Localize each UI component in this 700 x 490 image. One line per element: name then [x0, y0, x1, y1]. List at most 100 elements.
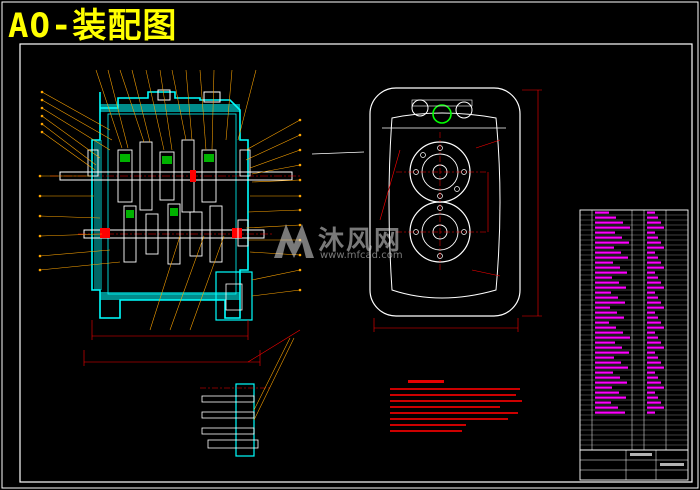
bom-row-material: [647, 326, 664, 329]
bom-row-text: [595, 376, 620, 379]
bom-row-text: [595, 326, 616, 329]
side-view: [369, 87, 542, 332]
bom-row-material: [647, 261, 661, 264]
bom-row-text: [595, 356, 614, 359]
bom-row-text: [595, 281, 619, 284]
bom-row-material: [647, 211, 655, 214]
bom-row-text: [595, 366, 628, 369]
left-bearing: [87, 149, 99, 177]
technical-requirements: [390, 380, 522, 432]
bom-row-material: [647, 401, 661, 404]
mfcad-logo-icon: [274, 224, 314, 258]
bom-row-text: [595, 296, 618, 299]
red-section-mark-2: [232, 228, 242, 238]
callout-leaders: [39, 69, 301, 331]
bom-row-text: [595, 371, 613, 374]
sheet-inner-border: [19, 43, 693, 483]
bom-rows: [580, 211, 688, 446]
bom-row-text: [595, 256, 628, 259]
detail-plate: [235, 383, 255, 457]
bom-row-material: [647, 236, 658, 239]
bom-row-material: [647, 226, 664, 229]
bom-row-text: [595, 266, 620, 269]
bom-row-text: [595, 381, 627, 384]
bom-row-material: [647, 331, 655, 334]
callout-dots: [38, 90, 302, 292]
bom-row-text: [595, 411, 625, 414]
bom-row-text: [595, 301, 625, 304]
bom-row-text: [595, 271, 627, 274]
bom-row-text: [595, 236, 622, 239]
upper-gear-1: [117, 149, 133, 203]
bom-row-material: [647, 301, 661, 304]
bom-table: [579, 209, 689, 481]
bom-row-text: [595, 351, 629, 354]
bom-row-material: [647, 281, 661, 284]
red-section-mark-1: [100, 228, 110, 238]
bom-row-text: [595, 361, 621, 364]
drawing-title: AO-装配图: [8, 6, 178, 46]
gear-hatch-c: [204, 154, 214, 162]
bottom-bearing: [237, 219, 249, 247]
red-section-mark-3: [190, 170, 196, 182]
bom-row-text: [595, 231, 615, 234]
top-fitting-2: [157, 89, 171, 101]
bom-row-text: [595, 261, 613, 264]
bom-row-text: [595, 401, 611, 404]
bom-row-text: [595, 386, 612, 389]
housing-top-wall: [91, 91, 249, 319]
bom-row-text: [595, 276, 612, 279]
bom-row-text: [595, 316, 624, 319]
bom-row-material: [647, 321, 661, 324]
gear-hatch-b: [162, 156, 172, 164]
bom-row-text: [595, 396, 626, 399]
top-knob-3: [455, 101, 473, 119]
bom-row-material: [647, 371, 655, 374]
bom-row-material: [647, 276, 658, 279]
watermark: 沐风网 www.mfcad.com: [270, 218, 440, 268]
main-view-dimensions: [83, 320, 301, 366]
bom-row-text: [595, 391, 619, 394]
top-knob-2: [432, 104, 452, 124]
bom-row-material: [647, 256, 658, 259]
bom-row-material: [647, 291, 655, 294]
bom-row-material: [647, 241, 661, 244]
bom-row-material: [647, 391, 655, 394]
upper-gear-3: [159, 151, 175, 201]
top-wall-hatch: [100, 104, 240, 112]
upper-gear-2: [139, 141, 153, 211]
bom-row-material: [647, 351, 655, 354]
bom-row-text: [595, 251, 621, 254]
watermark-brand: 沐风网: [318, 226, 403, 256]
bom-row-text: [595, 331, 623, 334]
gear-hatch-e: [170, 208, 178, 216]
bottom-lug-inner: [225, 283, 243, 311]
left-wall-hatch: [94, 140, 102, 290]
gear-hatch-a: [120, 154, 130, 162]
watermark-url: www.mfcad.com: [320, 250, 403, 261]
bom-row-material: [647, 266, 664, 269]
right-bearing: [239, 149, 251, 177]
bom-row-material: [647, 396, 658, 399]
top-fitting: [203, 91, 221, 103]
gear-hatch-d: [126, 210, 134, 218]
bom-row-text: [595, 311, 617, 314]
main-section-view: [50, 89, 300, 321]
bom-row-material: [647, 246, 664, 249]
bom-row-material: [647, 336, 658, 339]
bom-row-material: [647, 271, 655, 274]
lower-gear-5: [209, 205, 223, 263]
bom-row-text: [595, 286, 626, 289]
view-link-line: [311, 151, 365, 155]
bom-row-material: [647, 381, 661, 384]
bom-row-material: [647, 306, 664, 309]
lower-gear-1: [123, 205, 137, 263]
bom-row-text: [595, 241, 629, 244]
bom-row-material: [647, 311, 655, 314]
bom-row-material: [647, 346, 664, 349]
lower-gear-2: [145, 213, 159, 255]
bom-row-text: [595, 321, 609, 324]
bom-row-text: [595, 341, 615, 344]
bom-row-material: [647, 341, 661, 344]
bom-row-material: [647, 316, 658, 319]
